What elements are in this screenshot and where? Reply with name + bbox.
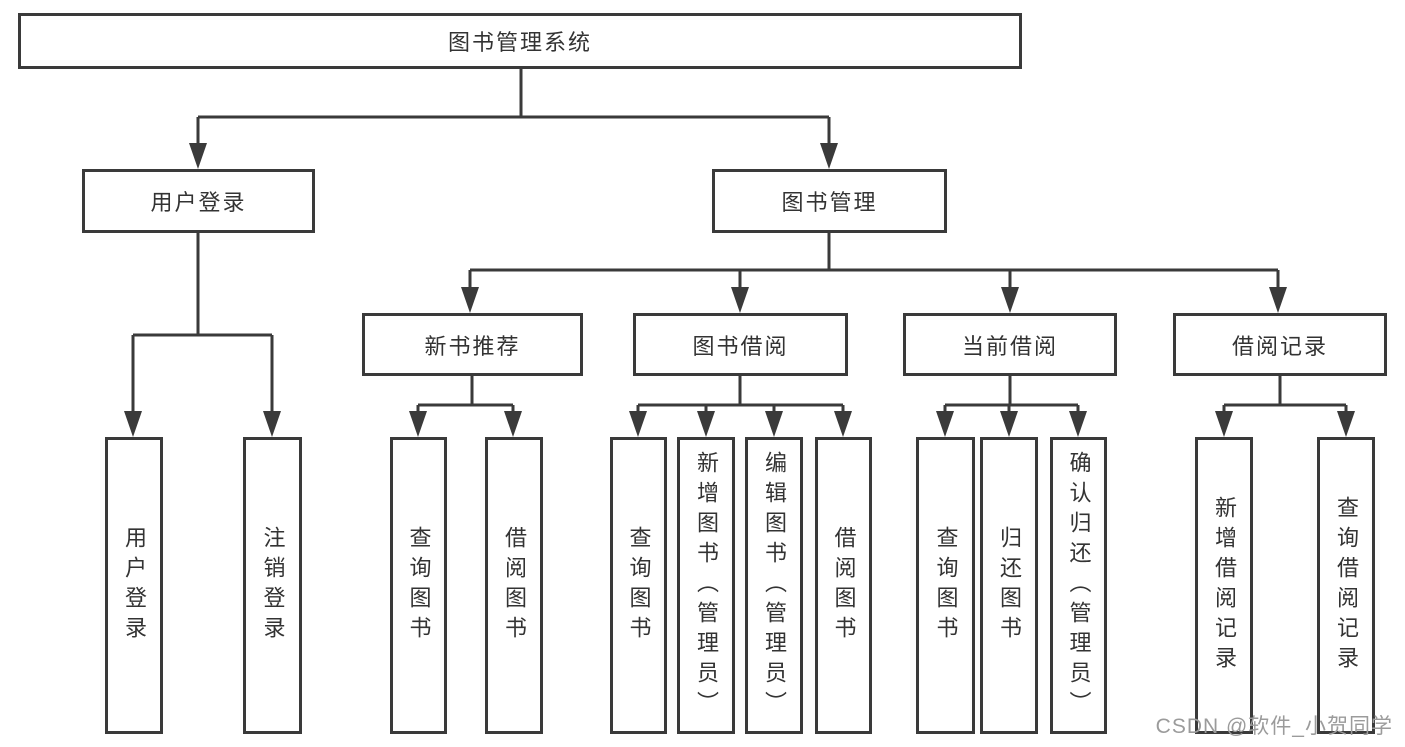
leaf-borrow-books: 借阅图书 (815, 437, 872, 734)
leaf-logout: 注销登录 (243, 437, 302, 734)
node-book-management: 图书管理 (712, 169, 947, 233)
leaf-query-borrow-record: 查询借阅记录 (1317, 437, 1375, 734)
arrow-down-icon (1215, 411, 1233, 437)
leaf-edit-books-admin: 编辑图书（管理员） (745, 437, 803, 734)
leaf-add-books-admin: 新增图书（管理员） (677, 437, 735, 734)
leaf-label: 归还图书 (997, 525, 1022, 646)
arrow-down-icon (263, 411, 281, 437)
leaf-query-books-borrow: 查询图书 (610, 437, 667, 734)
leaf-label: 新增借阅记录 (1212, 495, 1237, 676)
node-borrowing-records: 借阅记录 (1173, 313, 1387, 376)
leaf-query-books-newbook: 查询图书 (390, 437, 447, 734)
arrow-down-icon (1069, 411, 1087, 437)
arrow-down-icon (409, 411, 427, 437)
arrow-down-icon (834, 411, 852, 437)
leaf-borrow-books-newbook: 借阅图书 (485, 437, 543, 734)
connector-root-to-level2 (196, 69, 831, 149)
arrow-down-icon (629, 411, 647, 437)
connector-records-to-leaves (1222, 376, 1348, 417)
leaf-label: 查询图书 (406, 525, 432, 646)
node-current-borrowing: 当前借阅 (903, 313, 1117, 376)
leaf-confirm-return-admin: 确认归还（管理员） (1050, 437, 1107, 734)
leaf-label: 查询图书 (626, 525, 652, 646)
connector-newbook-to-leaves (416, 376, 515, 417)
leaf-label: 注销登录 (260, 525, 286, 646)
node-library-management-system: 图书管理系统 (18, 13, 1022, 69)
leaf-label: 用户登录 (122, 525, 147, 646)
connector-mgmt-to-level3 (468, 233, 1280, 293)
connector-current-to-leaves (943, 376, 1080, 417)
leaf-label: 新增图书（管理员） (694, 450, 719, 721)
leaf-label: 查询图书 (933, 525, 959, 646)
leaf-user-login: 用户登录 (105, 437, 163, 734)
arrow-down-icon (697, 411, 715, 437)
node-book-borrowing: 图书借阅 (633, 313, 848, 376)
arrow-down-icon (1000, 411, 1018, 437)
node-new-book-recommend: 新书推荐 (362, 313, 583, 376)
arrowheads (124, 143, 1355, 437)
connector-borrow-to-leaves (636, 376, 845, 417)
arrow-down-icon (1337, 411, 1355, 437)
arrow-down-icon (820, 143, 838, 169)
arrow-down-icon (1269, 287, 1287, 313)
arrow-down-icon (504, 411, 522, 437)
leaf-add-borrow-record: 新增借阅记录 (1195, 437, 1253, 734)
leaf-label: 借阅图书 (502, 525, 527, 646)
arrow-down-icon (124, 411, 142, 437)
connector-login-to-leaves (131, 233, 274, 417)
watermark: CSDN @软件_小贺同学 (1155, 715, 1393, 738)
node-user-login: 用户登录 (82, 169, 315, 233)
arrow-down-icon (1001, 287, 1019, 313)
leaf-label: 查询借阅记录 (1334, 495, 1359, 676)
arrow-down-icon (765, 411, 783, 437)
arrow-down-icon (936, 411, 954, 437)
leaf-return-books: 归还图书 (980, 437, 1038, 734)
arrow-down-icon (731, 287, 749, 313)
arrow-down-icon (189, 143, 207, 169)
leaf-label: 确认归还（管理员） (1066, 450, 1092, 721)
arrow-down-icon (461, 287, 479, 313)
leaf-label: 编辑图书（管理员） (762, 450, 787, 721)
leaf-label: 借阅图书 (831, 525, 857, 646)
leaf-query-books-current: 查询图书 (916, 437, 975, 734)
